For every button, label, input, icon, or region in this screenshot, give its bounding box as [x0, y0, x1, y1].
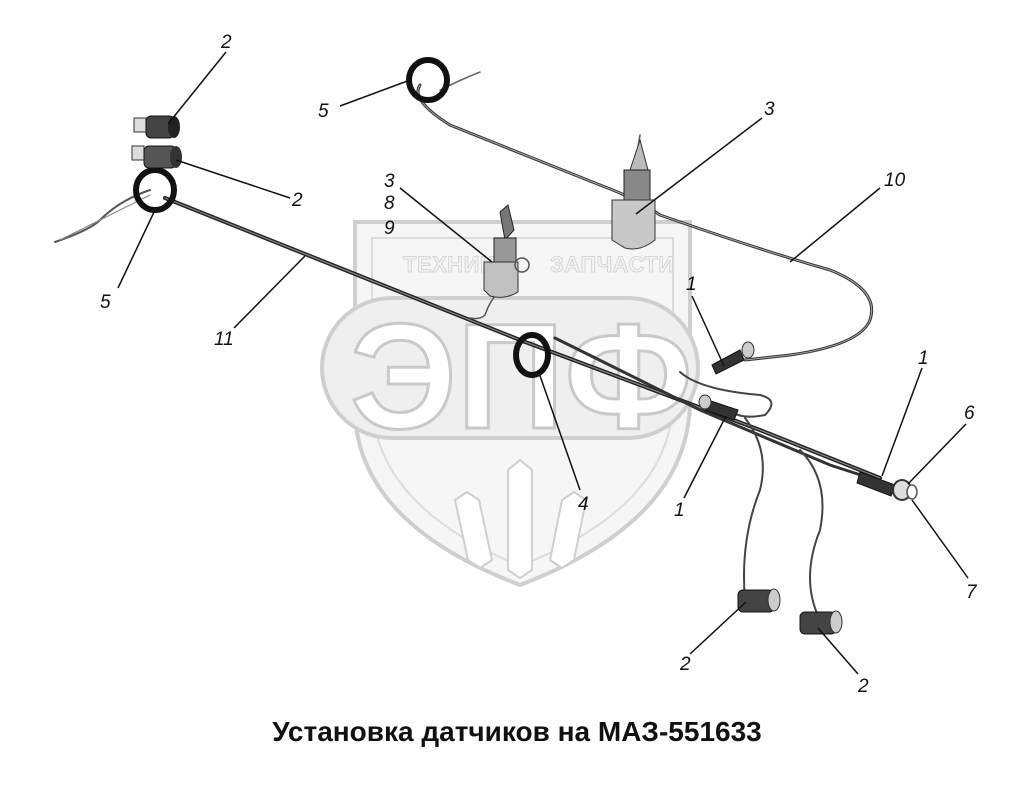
grommet-ring-center — [513, 332, 551, 378]
callout-1-right: 1 — [918, 348, 929, 369]
callout-6: 6 — [964, 403, 975, 424]
callout-8: 8 — [384, 193, 395, 214]
callout-1-mid: 1 — [686, 274, 697, 295]
callout-10: 10 — [884, 170, 906, 191]
callout-1-low: 1 — [674, 500, 685, 521]
sensor-2-top-b — [131, 145, 182, 169]
callout-3-top-right: 3 — [764, 99, 775, 120]
cable-lower-parallel — [553, 336, 872, 480]
callout-3-mid: 3 — [384, 171, 395, 192]
callout-2-mid-left: 2 — [291, 190, 303, 211]
socket-6-7 — [892, 479, 918, 501]
watermark-big-letters: ЭПФ — [350, 292, 693, 460]
grommet-ring-top — [406, 57, 450, 103]
lead-wire-bottom-left — [743, 417, 764, 601]
sensor-3-top — [611, 138, 656, 250]
connector-loop — [679, 371, 773, 418]
callout-2-top-left: 2 — [220, 32, 232, 53]
sensor-3-8-9 — [483, 204, 530, 298]
grommet-ring-left — [133, 167, 177, 213]
sensor-2-bottom-right — [799, 610, 843, 635]
sensor-2-top-a — [133, 115, 180, 139]
connector-1-mid — [711, 341, 755, 375]
callout-9: 9 — [384, 218, 395, 239]
callout-7: 7 — [966, 582, 978, 603]
watermark-shield — [320, 220, 700, 588]
lead-wire-bottom-right — [799, 449, 824, 621]
leader-lines — [117, 51, 969, 675]
connector-1-low — [698, 394, 739, 421]
callout-2-bottom-right: 2 — [857, 676, 869, 697]
callout-11: 11 — [214, 329, 234, 350]
callout-5-left: 5 — [100, 292, 111, 313]
diagram-caption: Установка датчиков на МАЗ-551633 — [272, 716, 762, 747]
connector-1-right — [856, 471, 896, 497]
watermark-text-right: ЗАПЧАСТИ — [550, 252, 675, 277]
sensor-2-bottom-left — [737, 588, 781, 613]
callout-5-top: 5 — [318, 101, 329, 122]
callout-2-bottom-left: 2 — [679, 654, 691, 675]
callout-4: 4 — [578, 494, 589, 515]
